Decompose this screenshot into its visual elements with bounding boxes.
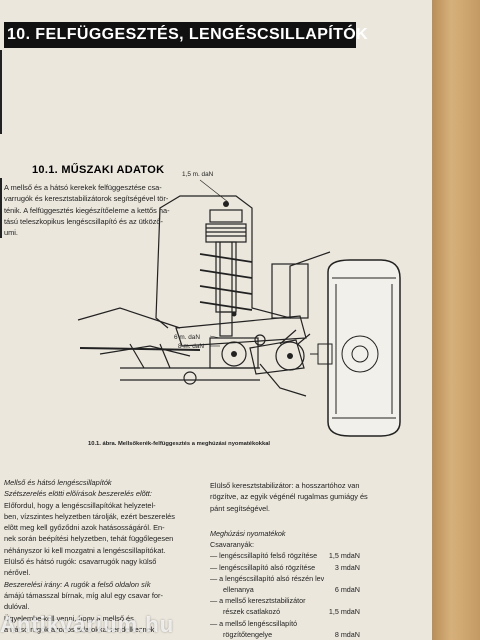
torque-value: 1,5 mdaN bbox=[328, 551, 360, 561]
figure-caption: 10.1. ábra. Mellsőkerék-felfüggesztés a … bbox=[88, 441, 271, 447]
torque-row: — a lengéscsillapító alsó részén levő bbox=[210, 573, 360, 584]
torque-desc: részek csatlakozó bbox=[223, 607, 281, 617]
intro-line: A mellső és a hátsó kerekek felfüggeszté… bbox=[4, 183, 162, 192]
intro-line: ténik. A felfüggesztés kiegészítőeleme a… bbox=[4, 205, 170, 215]
section-title: 10.1. MŰSZAKI ADATOK bbox=[32, 164, 165, 176]
torque-value: 6 mdaN bbox=[334, 585, 360, 595]
intro-line: umi. bbox=[4, 228, 18, 238]
stab-line: Elülső keresztstabilizátor: a hosszartóh… bbox=[210, 481, 360, 490]
left-line: Ügyelembe kell venni, hogy a mellső és bbox=[4, 613, 134, 623]
left-line: Beszerelési irány: A rugók a felső oldal… bbox=[4, 579, 151, 589]
torque-row: — lengéscsillapító alsó rögzítése 3 mdaN bbox=[210, 562, 360, 573]
torque-desc: — a lengéscsillapító alsó részén levő bbox=[210, 573, 324, 583]
margin-rule bbox=[0, 178, 2, 238]
torque-desc: — a mellső lengéscsillapító bbox=[210, 618, 298, 628]
torque-value: 8 mdaN bbox=[334, 629, 360, 639]
left-line: elõtt meg kell győződni azok hatásosságá… bbox=[4, 523, 165, 533]
watermark: Antikvárium.hu bbox=[0, 612, 175, 637]
torque-heading: Meghúzási nyomatékok bbox=[210, 529, 286, 538]
torque-row: részek csatlakozó 1,5 mdaN bbox=[210, 606, 360, 617]
left-line: ámájú támasszal bírnak, míg alul egy csa… bbox=[4, 590, 163, 600]
torque-value bbox=[324, 595, 360, 606]
intro-line: tású teleszkopikus lengéscsillapító és a… bbox=[4, 216, 163, 226]
torque-desc: ellenanya bbox=[223, 585, 254, 595]
chapter-title: 10. FELFÜGGESZTÉS, LENGÉSCSILLAPÍTÓK bbox=[4, 22, 368, 48]
torque-rows: — lengéscsillapító felső rögzítése 1,5 md… bbox=[210, 550, 360, 640]
left-subheading: Szétszerelés elötti elõírások beszerelés… bbox=[4, 489, 152, 499]
torque-row: — a mellső keresztstabilizátor bbox=[210, 595, 360, 606]
left-heading: Mellső és hátsó lengéscsillapítók bbox=[4, 478, 112, 487]
torque-desc: rögzítőtengelye bbox=[223, 629, 273, 639]
left-line: a hátsó rugók azonos adatokkal rendelkez… bbox=[4, 624, 157, 634]
torque-value bbox=[324, 618, 360, 629]
torque-desc: — lengéscsillapító felső rögzítése bbox=[210, 551, 318, 561]
torque-value: 3 mdaN bbox=[334, 562, 360, 572]
stab-line: pánt segítségével. bbox=[210, 503, 270, 513]
left-line: ben, vízszintes helyzetben tárolják, ezé… bbox=[4, 511, 175, 521]
intro-line: varrugók és keresztstabilizátorok segíts… bbox=[4, 194, 169, 204]
left-line: Elülső és hátsó rugók: csavarrugók nagy … bbox=[4, 557, 157, 567]
torque-label-8: 8 m. daN bbox=[178, 343, 204, 350]
torque-value: 1,5 mdaN bbox=[328, 607, 360, 617]
torque-table: Meghúzási nyomatékok Csavaranyák: — leng… bbox=[210, 528, 360, 640]
torque-value bbox=[324, 573, 360, 584]
torque-row: — a mellső lengéscsillapító bbox=[210, 618, 360, 629]
torque-label-6: 6 m. daN bbox=[174, 334, 200, 341]
torque-desc: — lengéscsillapító alsó rögzítése bbox=[210, 562, 316, 572]
left-line: néhányszor ki kell mozgatni a lengéscsil… bbox=[4, 545, 166, 555]
intro-paragraph: A mellső és a hátsó kerekek felfüggeszté… bbox=[4, 182, 170, 238]
left-line: dulóval. bbox=[4, 602, 30, 612]
page-edge bbox=[432, 0, 480, 640]
stab-line: rögzítve, az egyik végénél rugalmas gumi… bbox=[210, 492, 368, 502]
torque-subheading: Csavaranyák: bbox=[210, 540, 254, 550]
right-column: Elülső keresztstabilizátor: a hosszartóh… bbox=[210, 480, 370, 514]
suspension-drawing bbox=[77, 179, 401, 437]
margin-rule bbox=[0, 50, 2, 134]
torque-row: rögzítőtengelye 8 mdaN bbox=[210, 629, 360, 640]
torque-desc: — a mellső keresztstabilizátor bbox=[210, 596, 306, 606]
book-page: 10. FELFÜGGESZTÉS, LENGÉSCSILLAPÍTÓK 10.… bbox=[0, 0, 432, 640]
left-line: nek során beépítési helyzetben, tehát fü… bbox=[4, 534, 174, 544]
left-column: Mellső és hátsó lengéscsillapítók Szétsz… bbox=[4, 477, 202, 635]
left-line: Előfordul, hogy a lengéscsillapítókat he… bbox=[4, 500, 156, 510]
torque-row: — lengéscsillapító felső rögzítése 1,5 md… bbox=[210, 550, 360, 561]
torque-label-top: 1,5 m. daN bbox=[182, 171, 214, 178]
left-line: nérővel. bbox=[4, 568, 31, 578]
torque-row: ellenanya 6 mdaN bbox=[210, 584, 360, 595]
